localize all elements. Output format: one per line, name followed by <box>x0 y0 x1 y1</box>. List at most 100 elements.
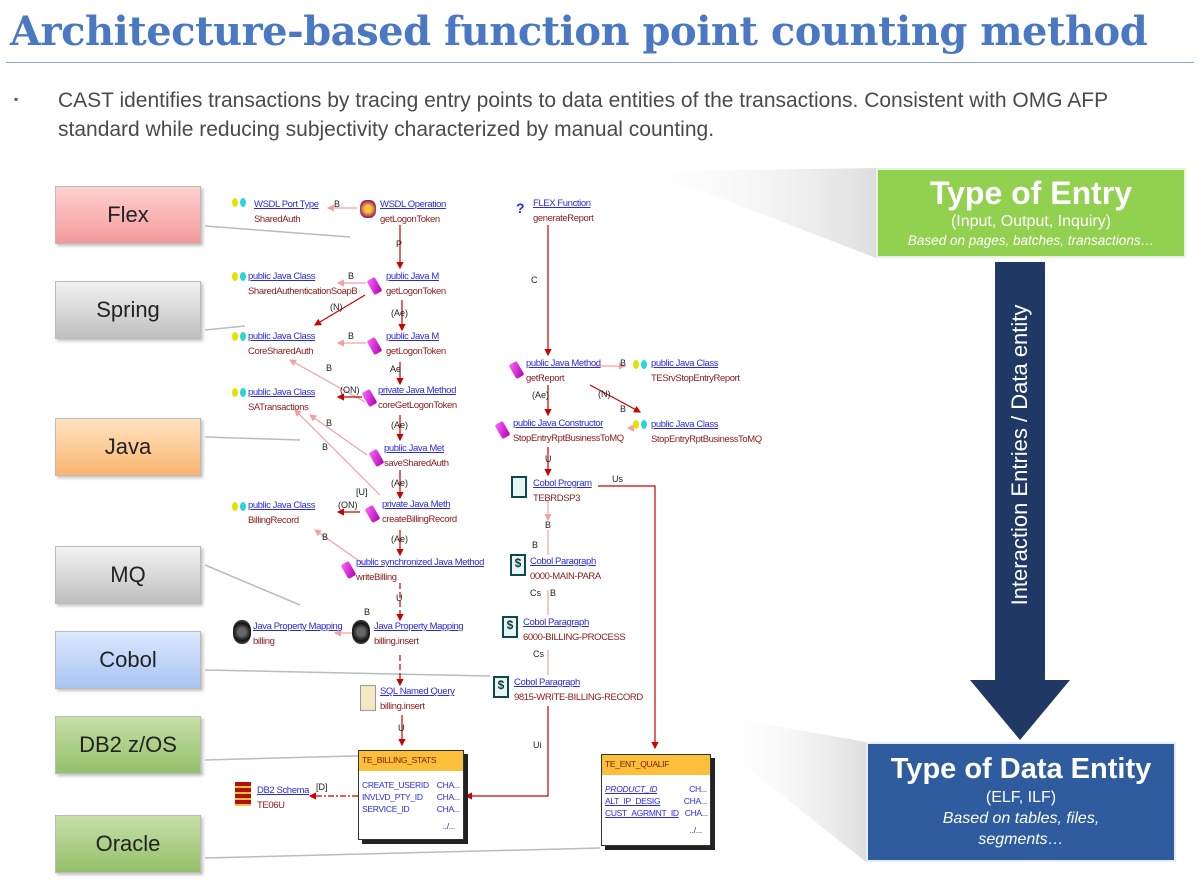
cobol-paragraph-icon: $ <box>493 676 509 698</box>
entity-shade <box>712 716 866 862</box>
edge-label: (Ae) <box>391 308 409 318</box>
table-header: TE_ENT_QUALIF <box>602 755 710 775</box>
tech-cobol: Cobol <box>55 631 201 689</box>
entry-shade <box>620 168 876 258</box>
property-mapping-icon <box>233 620 251 644</box>
edge-label: B <box>532 540 539 550</box>
edge-label: (Ae) <box>391 478 409 488</box>
edge-label: B <box>348 271 355 281</box>
edge-label: B <box>620 404 627 414</box>
edge-label: B <box>364 607 371 617</box>
edge-label: C <box>531 275 538 285</box>
table-header: TE_BILLING_STATS <box>359 751 463 771</box>
data-entity-note: Based on tables, files, segments… <box>942 810 1100 848</box>
tech-db2: DB2 z/OS <box>55 716 201 774</box>
java-class-icon <box>232 332 248 354</box>
edge-label: Cs <box>533 649 544 659</box>
arrow-label: Interaction Entries / Data entity <box>1007 304 1032 606</box>
edge-label: U <box>398 723 405 733</box>
wsdl-operation-icon <box>360 200 376 218</box>
edge-label: P <box>396 239 403 249</box>
java-class-icon <box>232 502 248 524</box>
edge-label: B <box>550 588 557 598</box>
tech-oracle: Oracle <box>55 815 201 873</box>
tech-pointers <box>204 225 601 859</box>
tech-flex: Flex <box>55 186 201 244</box>
edge-label: U <box>396 593 403 603</box>
edge-label: [U] <box>356 487 368 497</box>
tech-java: Java <box>55 418 201 476</box>
edge-label: B <box>545 520 552 530</box>
edge-label: Cs <box>530 588 541 598</box>
edge-label: B <box>334 199 341 209</box>
edge-label: B <box>620 358 627 368</box>
edge-label: (Ae) <box>391 534 409 544</box>
entry-title: Type of Entry <box>929 175 1133 211</box>
db2-schema-icon <box>235 782 251 806</box>
edge-label: B <box>322 532 329 542</box>
flow-arrow <box>970 262 1070 740</box>
tech-spring: Spring <box>55 281 201 339</box>
table-more[interactable]: ../... <box>442 821 456 831</box>
edge-label: U <box>545 454 552 464</box>
entry-subtitle: (Input, Output, Inquiry) <box>950 213 1112 230</box>
type-of-entry-box: Type of Entry (Input, Output, Inquiry) B… <box>876 168 1186 258</box>
edge-label: (N) <box>330 302 343 312</box>
java-class-icon <box>232 272 248 294</box>
edge-label: (ON) <box>340 385 360 395</box>
intro-text: CAST identifies transactions by tracing … <box>58 89 1108 141</box>
cobol-program-icon <box>511 476 527 498</box>
java-class-icon <box>232 388 248 410</box>
edge-label: B <box>326 363 333 373</box>
type-of-data-entity-box: Type of Data Entity (ELF, ILF) Based on … <box>866 742 1176 862</box>
edge-label: [D] <box>316 782 328 792</box>
edge-label: B <box>326 418 333 428</box>
title-divider <box>6 62 1194 63</box>
edge-label: (Ae) <box>391 420 409 430</box>
bullet-marker: ▪ <box>14 92 19 106</box>
edge-label: (ON) <box>338 500 358 510</box>
edge-label: (N) <box>598 389 611 399</box>
data-entity-subtitle: (ELF, ILF) <box>985 789 1057 806</box>
java-class-icon <box>633 420 649 442</box>
table-more[interactable]: ../... <box>689 825 703 835</box>
entry-note: Based on pages, batches, transactions… <box>907 233 1155 248</box>
property-mapping-icon <box>352 620 370 644</box>
edge-label: B <box>348 331 355 341</box>
edge-label: Us <box>612 474 623 484</box>
wsdl-port-icon <box>232 198 248 220</box>
sql-query-icon <box>360 685 376 711</box>
